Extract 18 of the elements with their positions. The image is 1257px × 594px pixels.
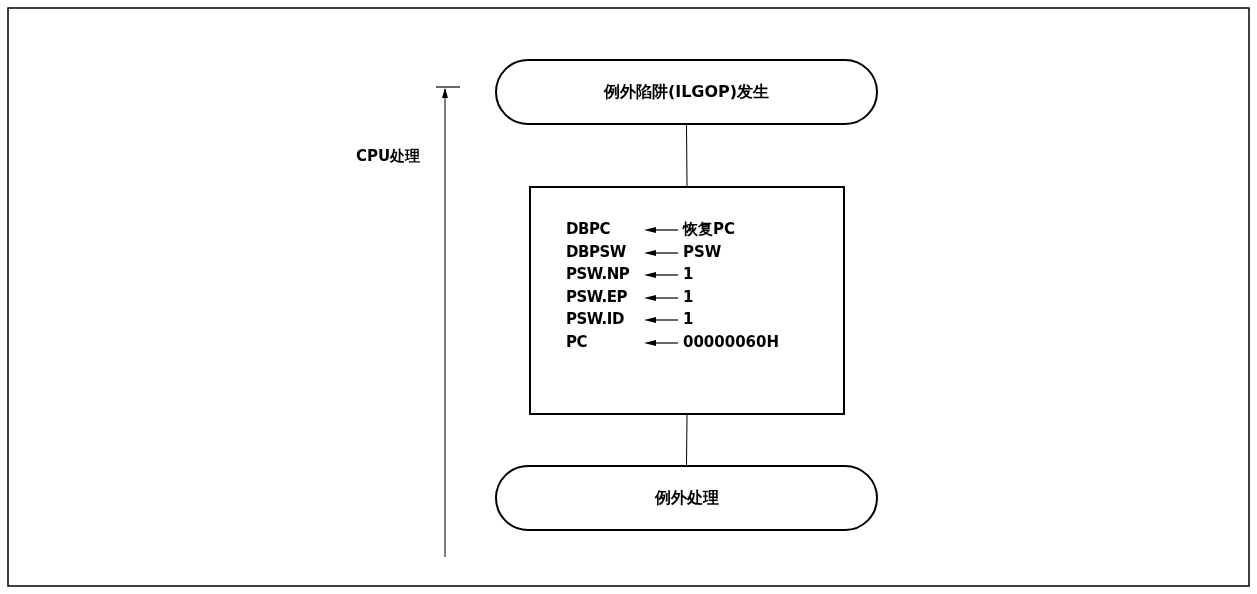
- assigned-value: PSW: [683, 242, 722, 261]
- register-name: PSW.NP: [566, 265, 630, 283]
- assigned-value: 恢复PC: [683, 220, 735, 238]
- assigned-value: 1: [683, 265, 694, 283]
- assigned-value: 00000060H: [683, 332, 780, 351]
- register-name: DBPSW: [566, 242, 626, 261]
- terminal-label: 例外陷阱(ILGOP)发生: [603, 81, 770, 103]
- connector-line: [686, 414, 688, 466]
- connector-line: [686, 124, 688, 187]
- assigned-value: 1: [683, 310, 694, 328]
- terminal-label: 例外处理: [654, 487, 719, 509]
- assigned-value: 1: [683, 287, 694, 306]
- register-name: DBPC: [566, 220, 610, 238]
- register-name: PC: [566, 332, 587, 351]
- register-name: PSW.ID: [566, 310, 624, 328]
- register-name: PSW.EP: [566, 287, 628, 306]
- range-label: CPU处理: [356, 147, 421, 166]
- process-box: [529, 186, 845, 415]
